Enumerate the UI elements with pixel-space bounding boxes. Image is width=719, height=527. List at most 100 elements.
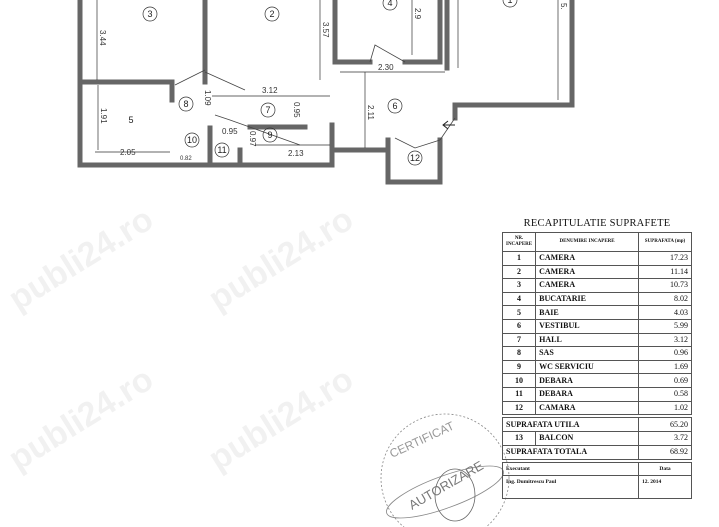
room-label: 2 <box>264 6 280 22</box>
cell-nr: 3 <box>501 278 537 293</box>
cell-name: SAS <box>535 346 639 361</box>
cell-name: DEBARA <box>535 373 639 388</box>
room-label: 12 <box>407 150 423 166</box>
signature-header: Executant Data <box>502 461 692 476</box>
cell-area: 5.99 <box>638 318 692 334</box>
svg-text:2.11: 2.11 <box>366 105 375 121</box>
room-label: 7 <box>260 102 276 118</box>
cell-nr: 7 <box>501 332 537 348</box>
svg-text:11: 11 <box>217 145 226 155</box>
dimension-labels: 3.44 3.57 2.9 5. 1.91 2.05 1.09 3.12 0.9… <box>98 3 568 162</box>
cell-name: WC SERVICIU <box>535 359 639 375</box>
cell-area: 0.96 <box>638 346 692 361</box>
cell-name: BAIE <box>535 305 639 320</box>
dimension-lines <box>95 0 559 153</box>
table-header: NR. INCAPERE DENUMIRE INCAPERE SUPRAFATA… <box>501 232 692 252</box>
summary-title: RECAPITULATIE SUPRAFETE <box>523 218 671 229</box>
room-labels: 3 2 4 1 5 6 7 8 9 10 11 12 <box>128 0 518 166</box>
svg-text:0.97: 0.97 <box>248 131 257 147</box>
cell-name: HALL <box>535 332 639 348</box>
room-label: 5 <box>128 115 133 125</box>
svg-text:1.09: 1.09 <box>203 90 212 106</box>
cell-area: 4.03 <box>638 305 692 320</box>
svg-text:2.9: 2.9 <box>413 8 422 20</box>
cell-name: DEBARA <box>535 386 639 402</box>
cell-nr: 8 <box>501 346 537 361</box>
total-area-row: SUPRAFATA TOTALA 68.92 <box>502 444 692 460</box>
table-row: 13 BALCON 3.72 <box>501 431 692 446</box>
room-label: 4 <box>382 0 398 11</box>
cell-name: CAMERA <box>535 264 639 280</box>
svg-text:12: 12 <box>410 153 420 163</box>
cell-name: VESTIBUL <box>535 318 639 334</box>
area-table: NR. INCAPERE DENUMIRE INCAPERE SUPRAFATA… <box>501 232 692 499</box>
signature-row: Ing. Dumitrescu Paul 12. 2014 <box>502 474 692 499</box>
svg-text:1.91: 1.91 <box>99 108 108 124</box>
area-summary: RECAPITULATIE SUPRAFETE NR. INCAPERE DEN… <box>501 218 692 499</box>
svg-text:0.95: 0.95 <box>222 127 238 136</box>
cell-area: 1.02 <box>638 400 692 416</box>
cell-area: 0.58 <box>638 386 692 402</box>
svg-text:0.95: 0.95 <box>292 102 301 118</box>
cell-area: 17.23 <box>638 251 692 266</box>
svg-text:2.13: 2.13 <box>288 149 304 158</box>
svg-text:0.82: 0.82 <box>180 156 192 162</box>
useful-area-row: SUPRAFATA UTILA 65.20 <box>502 417 692 433</box>
svg-text:9: 9 <box>267 130 272 140</box>
svg-text:3: 3 <box>147 9 152 19</box>
cell-name: BUCATARIE <box>535 291 639 307</box>
official-stamp: CERTIFICAT AUTORIZARE <box>380 413 510 527</box>
cell-name: CAMERA <box>535 278 639 293</box>
cell-nr: 5 <box>501 305 537 320</box>
svg-text:7: 7 <box>265 105 270 115</box>
cell-nr: 10 <box>501 373 537 388</box>
entrance-arrow-icon <box>442 120 455 130</box>
cell-nr: 4 <box>501 291 537 307</box>
svg-text:5.: 5. <box>559 3 568 10</box>
cell-area: 11.14 <box>638 264 692 280</box>
svg-text:3.44: 3.44 <box>98 30 107 46</box>
svg-text:CERTIFICAT: CERTIFICAT <box>387 418 457 460</box>
cell-name: CAMERA <box>535 251 639 266</box>
room-label: 8 <box>178 96 194 112</box>
cell-nr: 11 <box>501 386 537 402</box>
svg-text:10: 10 <box>187 135 197 145</box>
cell-area: 8.02 <box>638 291 692 307</box>
room-label: 11 <box>214 142 230 158</box>
cell-nr: 9 <box>501 359 537 375</box>
svg-text:8: 8 <box>183 99 188 109</box>
svg-text:3.12: 3.12 <box>262 86 278 95</box>
svg-text:1: 1 <box>507 0 512 5</box>
svg-text:3.57: 3.57 <box>321 22 330 38</box>
cell-nr: 2 <box>501 264 537 280</box>
room-label: 3 <box>142 6 158 22</box>
cell-area: 10.73 <box>638 278 692 293</box>
walls <box>77 0 575 185</box>
cell-nr: 12 <box>501 400 537 416</box>
room-label: 6 <box>387 98 403 114</box>
cell-area: 1.69 <box>638 359 692 375</box>
svg-text:2: 2 <box>269 9 274 19</box>
room-label: 10 <box>184 132 200 148</box>
room-label: 9 <box>262 127 278 143</box>
svg-text:2.05: 2.05 <box>120 148 136 157</box>
cell-area: 3.12 <box>638 332 692 348</box>
svg-text:2.30: 2.30 <box>378 63 394 72</box>
svg-text:6: 6 <box>392 101 397 111</box>
room-label: 1 <box>502 0 518 8</box>
cell-nr: 1 <box>501 251 537 266</box>
cell-area: 0.69 <box>638 373 692 388</box>
